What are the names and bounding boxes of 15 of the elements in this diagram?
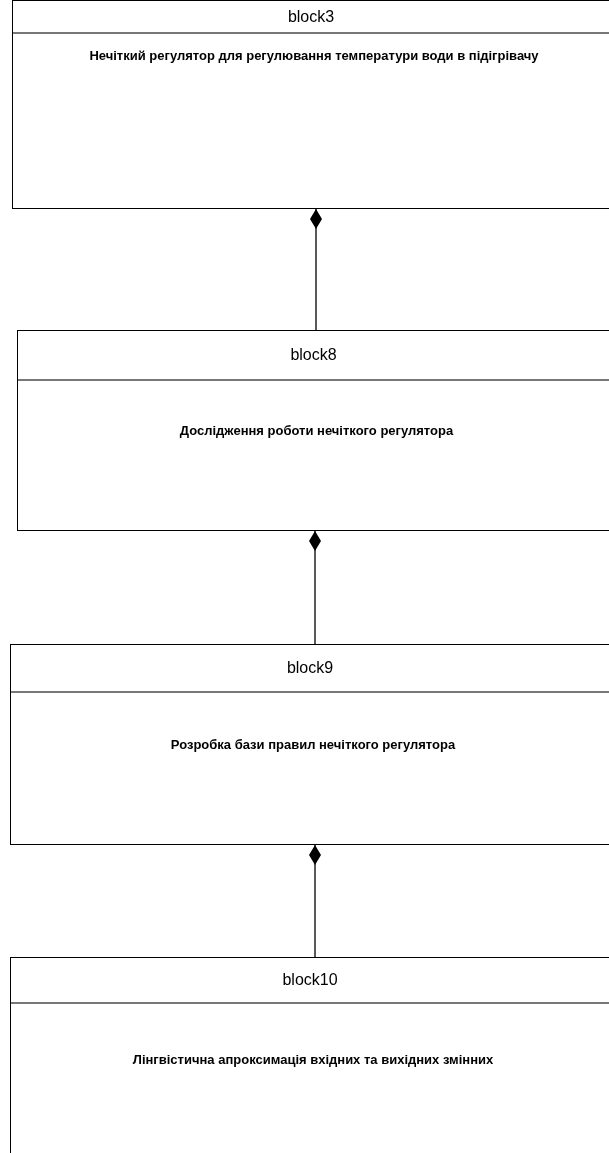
class-block: [10, 644, 609, 845]
composition-connector: [309, 530, 321, 645]
composition-connector: [309, 844, 321, 958]
class-block: [17, 330, 609, 531]
class-block: [12, 0, 609, 209]
block-title: block10: [282, 971, 338, 989]
block-description: Розробка бази правил нечіткого регулятора: [170, 737, 456, 752]
block-title: block8: [290, 346, 337, 364]
composition-connector: [310, 208, 322, 331]
block-title: block3: [287, 7, 335, 26]
block-description: Дослідження роботи нечіткого регулятора: [179, 423, 454, 438]
block-description: Лінгвістична апроксимація вхідних та вихідних змінних: [132, 1052, 494, 1067]
block-description: Нечіткий регулятор для регулювання температури води в підігрівачу: [89, 48, 539, 63]
block-title: block9: [286, 659, 334, 677]
class-block: [10, 957, 609, 1153]
